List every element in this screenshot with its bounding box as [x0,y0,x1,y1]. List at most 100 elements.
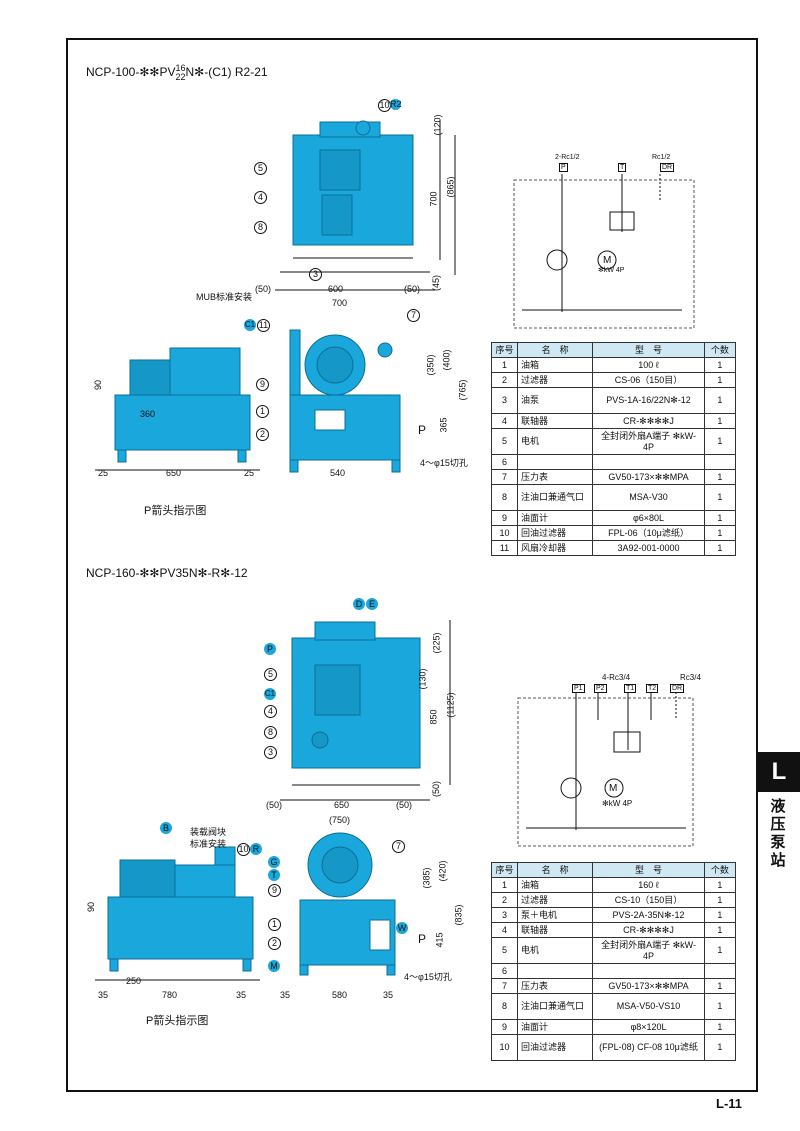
circuit1-port-rc12: Rc1/2 [652,154,671,161]
unit2-side-view [95,846,260,981]
dim-700-h: 700 [332,298,348,308]
callout-d: D [353,598,365,610]
circuit2-port-4rc34: 4-Rc3/4 [602,673,631,682]
circuit-diagram-1 [513,174,695,329]
p-label-1: P [418,423,427,437]
callout-1: 1 [256,405,269,418]
callout-p: P [264,643,276,655]
circuit2-port-rc34: Rc3/4 [680,673,701,682]
callout-9: 9 [256,378,269,391]
callout-2: 2 [256,428,269,441]
circuit2-port-t2: T2 [646,684,659,693]
callout-t: T [268,869,280,881]
p-arrow-caption-1: P箭头指示图 [144,505,207,517]
callout-11: 11 [257,319,270,332]
callout-c1b: C1 [264,688,276,700]
circuit2-port-t1: T1 [624,684,637,693]
circuit1-motor-label: M [603,255,612,266]
circuit1-port-2rc12: 2-Rc1/2 [555,154,580,161]
callout-7b: 7 [392,840,405,853]
callout-w: W [396,922,408,934]
holes-label-2: 4～φ15切孔 [404,972,452,982]
circuit1-port-dr: DR [660,163,675,172]
dim-400: (400) [441,349,452,371]
dim-120: (120) [432,114,443,136]
dim-35-r: 35 [236,990,247,1000]
callout-4b: 4 [264,705,277,718]
dim-25-left: 25 [98,468,109,478]
dim-650: 650 [166,468,182,478]
circuit2-port-dr: DR [670,684,685,693]
dim-35-fl: 35 [280,990,291,1000]
callout-c1: C1 [244,319,256,331]
dim-700-v: 700 [428,191,439,207]
callout-3: 3 [309,268,322,281]
unit1-side-view [95,347,260,471]
dim-750: (750) [329,815,351,825]
circuit2-port-p1: P1 [572,684,585,693]
dim-415: 415 [434,932,445,948]
callout-5b: 5 [264,668,277,681]
callout-r2: R2 [390,99,402,110]
p-arrow-caption-2: P箭头指示图 [146,1015,209,1027]
valve-note-2: 标准安装 [190,839,227,849]
dim-350: (350) [425,354,436,376]
dim-35-l: 35 [98,990,109,1000]
dim-25-right: 25 [244,468,255,478]
dim-90b: 90 [86,901,97,913]
callout-rb: R [250,843,262,855]
circuit2-motor-label: M [609,783,618,794]
dim-50-right: (50) [404,284,421,294]
callout-8b: 8 [264,726,277,739]
callout-e: E [366,598,378,610]
callout-2b: 2 [268,937,281,950]
dim-780: 780 [162,990,178,1000]
callout-3b: 3 [264,746,277,759]
table1-header: 序号 名 称 型 号 个数 [491,342,737,358]
dim-45: (45) [431,274,442,292]
callout-g: G [268,856,280,868]
dim-835: (835) [453,904,464,926]
callout-8: 8 [254,221,267,234]
unit2-front-view [299,832,396,976]
dim-650b: 650 [334,800,350,810]
callout-7: 7 [407,309,420,322]
holes-label-1: 4～φ15切孔 [420,458,468,468]
circuit1-port-p: P [559,163,568,172]
dim-865: (865) [445,176,456,198]
dim-385: (385) [421,867,432,889]
unit1-top-view [275,120,456,291]
unit1-front-view [289,329,401,473]
dim-540: 540 [330,468,346,478]
dim-130: (130) [417,668,428,690]
p-label-2: P [418,932,427,946]
circuit1-port-t: T [618,163,627,172]
dim-50-l2: (50) [266,800,283,810]
dim-50-left: (50) [255,284,272,294]
callout-1b: 1 [268,918,281,931]
mub-note: MUB标准安装 [196,292,252,302]
section-tab-text: 液压泵站 [770,798,786,869]
circuit2-port-p2: P2 [594,684,607,693]
table2-header: 序号 名 称 型 号 个数 [491,862,737,878]
dim-420: (420) [437,860,448,882]
dim-225: (225) [431,632,442,654]
dim-250: 250 [126,976,142,986]
